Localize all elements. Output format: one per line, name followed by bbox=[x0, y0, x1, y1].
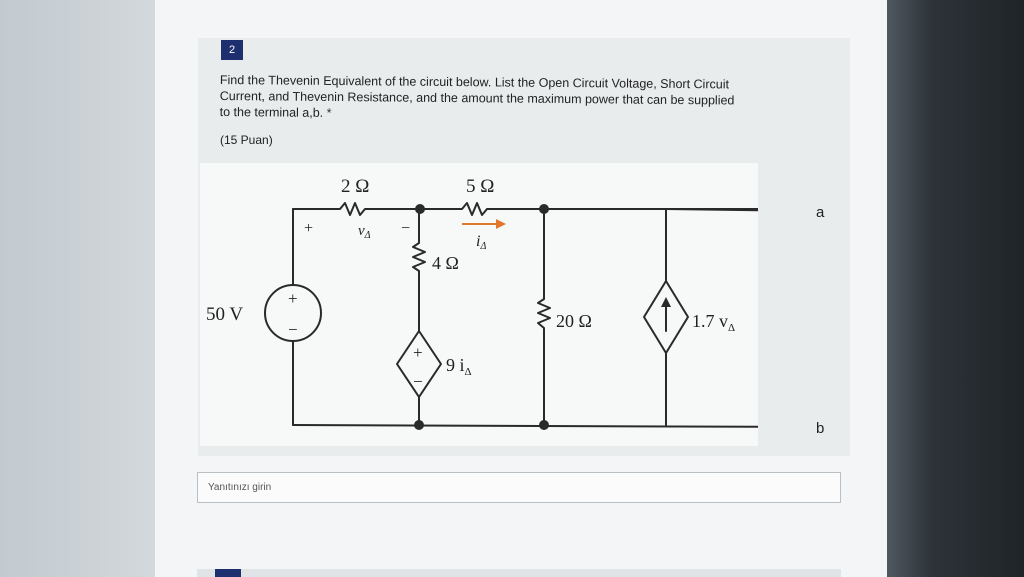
resistor-5-ohm-label: 5 Ω bbox=[466, 176, 494, 197]
next-question-panel bbox=[197, 569, 841, 577]
dependent-voltage-subscript: Δ bbox=[465, 366, 472, 378]
node-dot-top-right bbox=[539, 204, 549, 214]
dependent-current-subscript: Δ bbox=[728, 322, 735, 334]
voltage-source-plus: + bbox=[288, 289, 298, 308]
dependent-source-minus: − bbox=[413, 372, 423, 391]
i-delta-subscript: Δ bbox=[479, 241, 486, 252]
node-dot-top-mid bbox=[415, 204, 425, 214]
v-delta-minus: − bbox=[401, 220, 410, 237]
resistor-20-ohm-shape bbox=[537, 208, 551, 426]
dependent-voltage-source-symbol bbox=[396, 330, 442, 398]
i-delta-symbol: i bbox=[476, 233, 480, 250]
v-delta-subscript: Δ bbox=[364, 230, 371, 241]
dependent-current-label: 1.7 vΔ bbox=[692, 311, 735, 334]
wire-top-left bbox=[292, 202, 421, 216]
wire-top-mid bbox=[419, 202, 758, 216]
node-dot-bottom-mid bbox=[414, 420, 424, 430]
terminal-a-label: a bbox=[816, 204, 825, 221]
question-points: (15 Puan) bbox=[220, 133, 273, 147]
wire-to-a bbox=[665, 208, 758, 212]
question-number-badge: 2 bbox=[221, 40, 243, 60]
background-left bbox=[0, 0, 160, 577]
dependent-current-symbol: 1.7 v bbox=[692, 311, 728, 331]
node-dot-bottom-right bbox=[539, 420, 549, 430]
resistor-4-ohm-shape bbox=[412, 208, 426, 332]
dependent-source-plus: + bbox=[413, 343, 423, 362]
i-delta-arrow-head bbox=[496, 219, 506, 229]
resistor-20-ohm-label: 20 Ω bbox=[556, 311, 592, 331]
voltage-source-symbol bbox=[264, 284, 322, 342]
circuit-figure: 2 Ω 5 Ω 4 Ω 20 Ω 50 V + − + vΔ − iΔ + − … bbox=[200, 163, 758, 446]
current-arrow-head bbox=[661, 297, 671, 307]
wire-bottom bbox=[292, 424, 758, 428]
v-delta-plus: + bbox=[304, 220, 313, 237]
i-delta-label: iΔ bbox=[476, 233, 486, 252]
terminal-b-label: b bbox=[816, 420, 825, 437]
resistor-4-ohm-label: 4 Ω bbox=[432, 253, 459, 273]
answer-input[interactable]: Yanıtınızı girin bbox=[197, 472, 841, 503]
dependent-voltage-symbol: 9 i bbox=[446, 355, 465, 375]
v-delta-label: vΔ bbox=[358, 223, 371, 241]
background-right bbox=[885, 0, 1024, 577]
question-line-3-text: to the terminal a,b. bbox=[219, 104, 324, 120]
dependent-voltage-label: 9 iΔ bbox=[446, 355, 472, 378]
question-text: Find the Thevenin Equivalent of the circ… bbox=[220, 72, 820, 125]
voltage-source-label: 50 V bbox=[206, 304, 243, 325]
resistor-2-ohm-label: 2 Ω bbox=[341, 176, 369, 197]
dependent-current-source-symbol bbox=[643, 280, 689, 354]
voltage-source-minus: − bbox=[288, 320, 298, 339]
next-question-badge bbox=[215, 569, 241, 577]
v-delta-symbol: v bbox=[358, 223, 365, 239]
answer-placeholder: Yanıtınızı girin bbox=[208, 482, 272, 493]
required-mark: * bbox=[326, 105, 332, 120]
circuit-diagram: 2 Ω 5 Ω 4 Ω 20 Ω 50 V + − + vΔ − iΔ + − … bbox=[206, 176, 758, 430]
